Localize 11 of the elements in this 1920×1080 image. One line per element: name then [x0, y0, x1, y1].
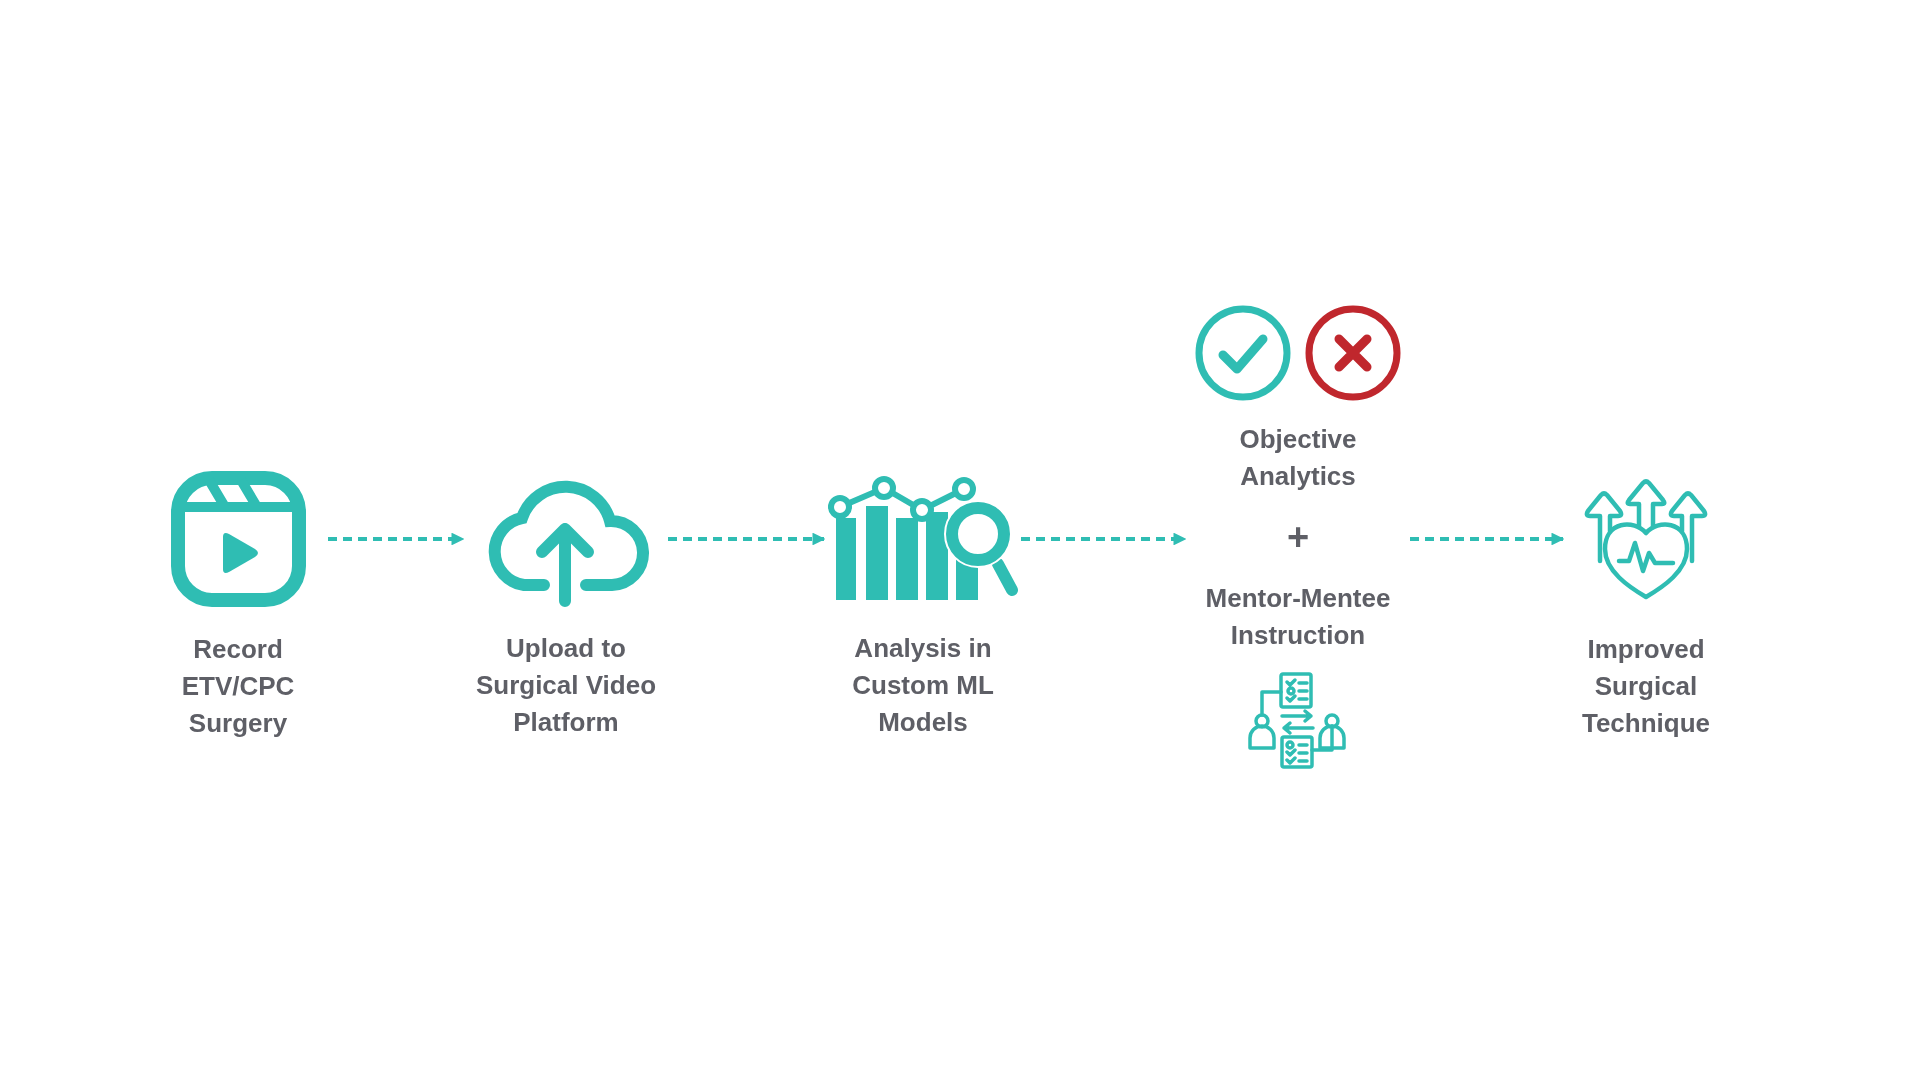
step-label: Objective Analytics: [1238, 423, 1358, 493]
plus-sign: +: [1286, 519, 1310, 556]
dashed-arrow: [668, 532, 826, 546]
step-label: Improved Surgical Technique: [1580, 633, 1712, 740]
dashed-arrow: [328, 532, 465, 546]
step-label: Mentor-Mentee Instruction: [1204, 582, 1392, 652]
step-label: Analysis in Custom ML Models: [851, 632, 995, 739]
step-label: Upload to Surgical Video Platform: [474, 632, 658, 739]
step-label: Record ETV/CPC Surgery: [180, 633, 296, 740]
dashed-arrow: [1410, 532, 1565, 546]
dashed-arrow: [1021, 532, 1187, 546]
